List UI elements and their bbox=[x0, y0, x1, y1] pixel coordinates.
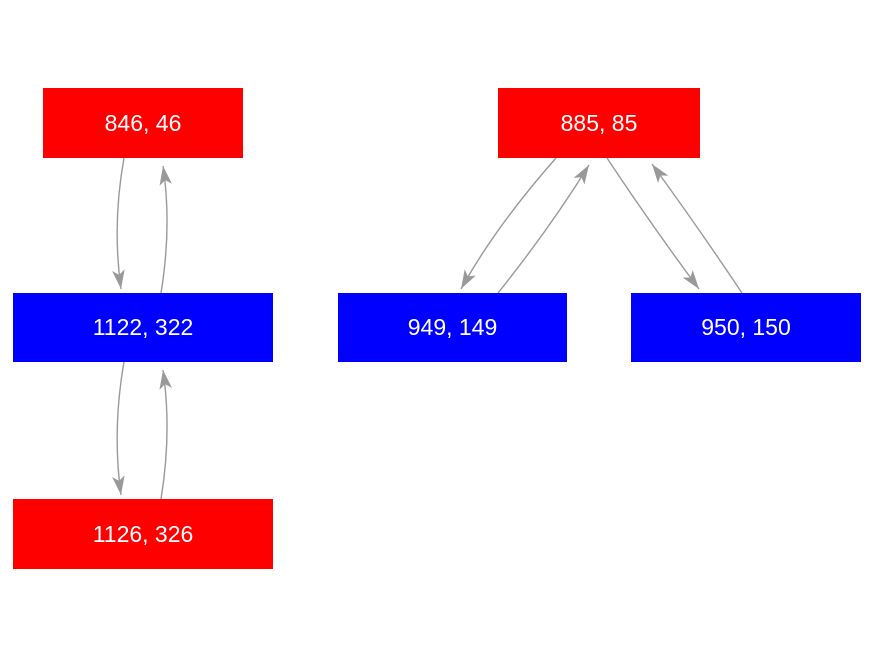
graph-node-1122-322[interactable]: 1122, 322 bbox=[13, 293, 273, 362]
graph-node-846-46[interactable]: 846, 46 bbox=[43, 88, 243, 158]
node-label: 949, 149 bbox=[407, 314, 498, 340]
edge-n6-to-n4 bbox=[651, 163, 743, 294]
node-label: 846, 46 bbox=[104, 109, 182, 136]
edge-n4-to-n6 bbox=[606, 157, 700, 290]
node-label: 950, 150 bbox=[701, 314, 791, 340]
node-label: 1126, 326 bbox=[92, 520, 194, 547]
graph-node-949-149[interactable]: 949, 149 bbox=[338, 293, 567, 362]
node-label: 885, 85 bbox=[560, 109, 638, 136]
node-label: 1122, 322 bbox=[92, 314, 194, 340]
graph-node-885-85[interactable]: 885, 85 bbox=[498, 88, 700, 158]
edge-n5-to-n4 bbox=[497, 164, 590, 294]
edge-n2-to-n1 bbox=[159, 165, 173, 294]
graph-node-950-150[interactable]: 950, 150 bbox=[631, 293, 861, 362]
edge-n1-to-n2 bbox=[112, 157, 125, 290]
graph-node-1126-326[interactable]: 1126, 326 bbox=[13, 499, 273, 569]
edge-n2-to-n3 bbox=[112, 361, 125, 496]
edge-n4-to-n5 bbox=[460, 157, 557, 290]
edge-n3-to-n2 bbox=[159, 369, 172, 500]
